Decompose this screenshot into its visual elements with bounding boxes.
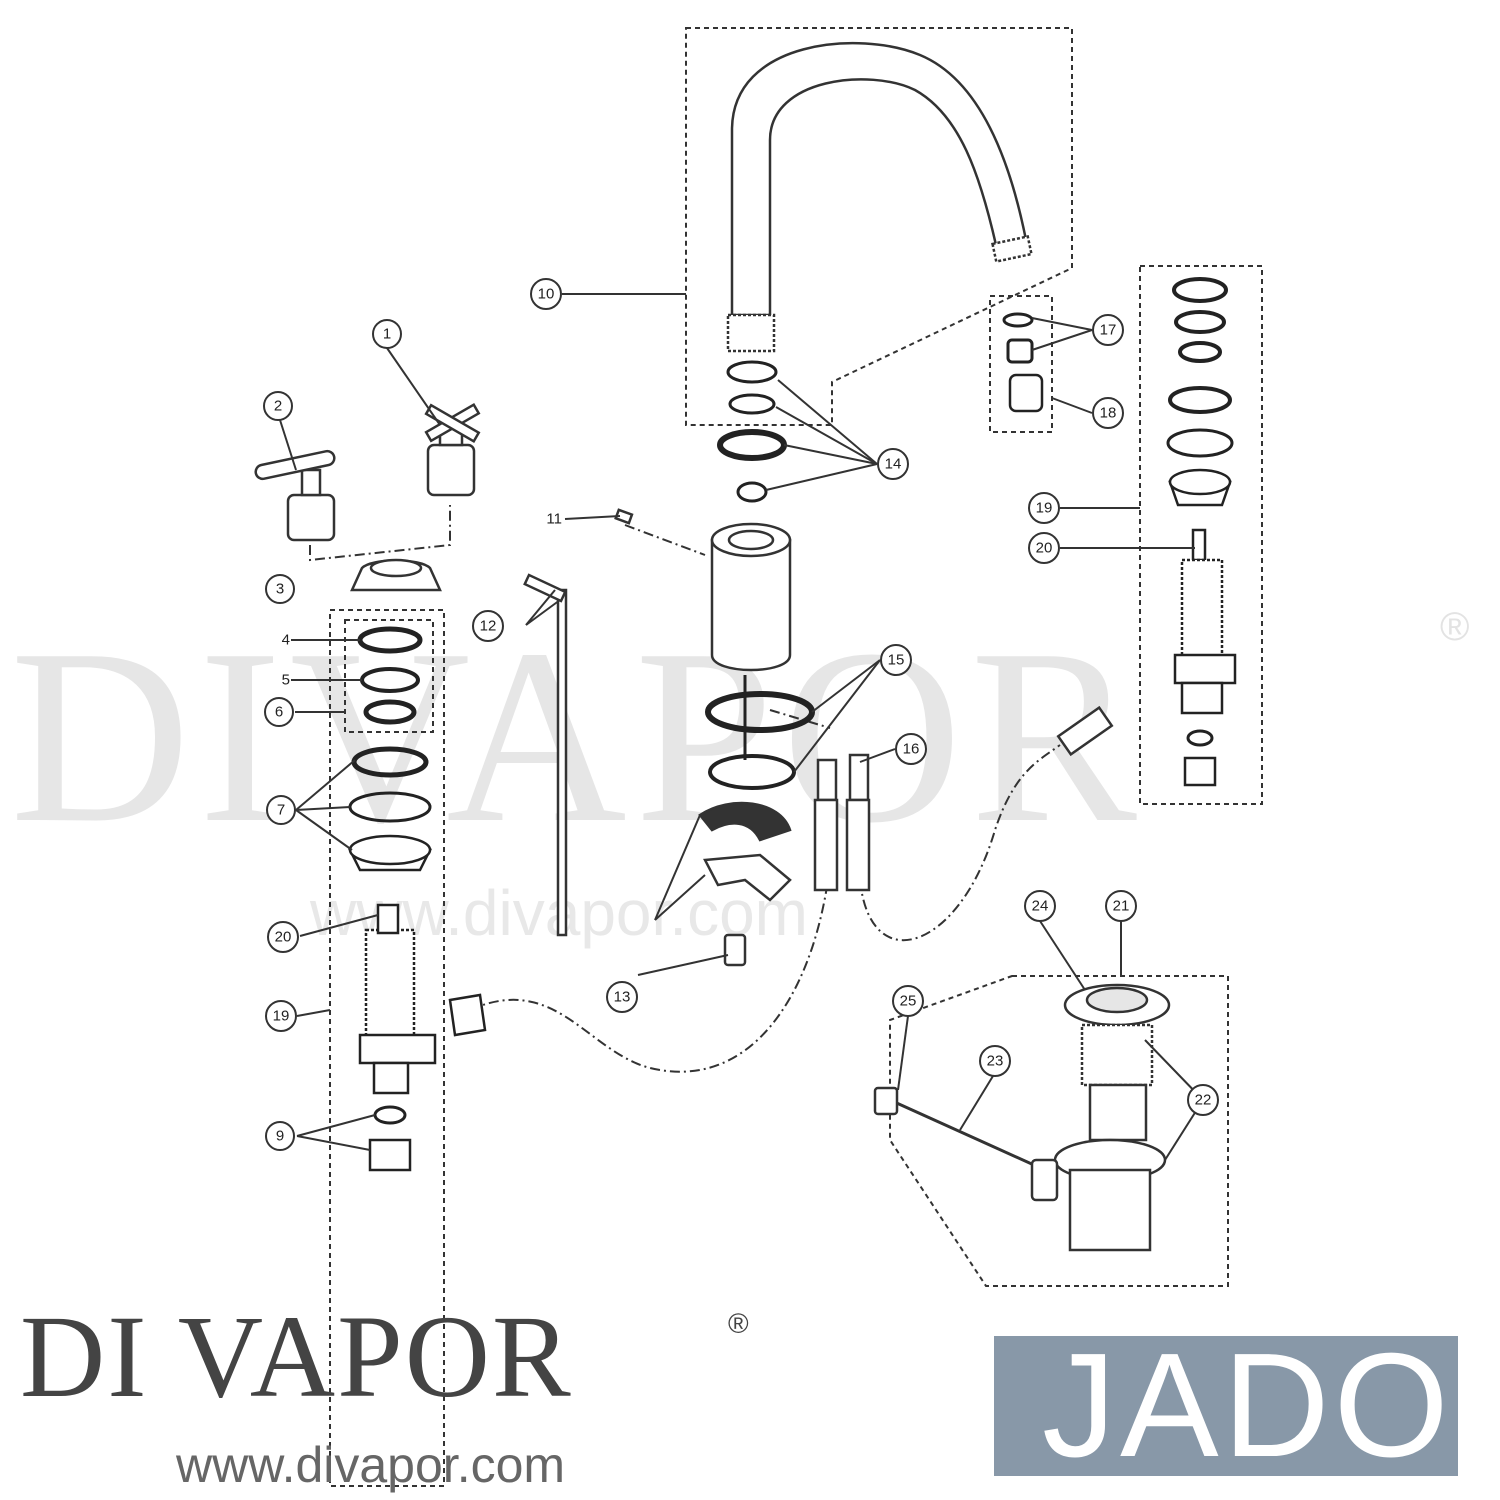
assembly-outlines (329, 27, 1263, 1487)
callout-13: 13 (606, 981, 638, 1013)
callout-19-left: 19 (265, 1000, 297, 1032)
waste-parts (873, 983, 1171, 1252)
watermark-brand: DIVAPOR (10, 598, 1145, 875)
callout-22: 22 (1187, 1084, 1219, 1116)
svg-text:6: 6 (275, 704, 283, 721)
callout-15: 15 (880, 644, 912, 676)
callout-7: 7 (266, 795, 296, 825)
seal-set-outline (344, 619, 434, 733)
spout-thread-tip (991, 234, 1033, 264)
svg-text:13: 13 (614, 989, 631, 1006)
svg-text:15: 15 (888, 652, 905, 669)
svg-text:10: 10 (538, 286, 555, 303)
left-valve-parts (347, 626, 487, 1172)
svg-text:17: 17 (1100, 322, 1117, 339)
svg-text:19: 19 (273, 1008, 290, 1025)
spout-body (730, 41, 1028, 317)
handle-link-line (309, 505, 451, 562)
svg-text:16: 16 (903, 741, 920, 758)
callout-4: 4 (282, 632, 290, 649)
footer-url: www.divapor.com (176, 1437, 566, 1493)
callout-9: 9 (265, 1121, 295, 1151)
svg-text:24: 24 (1032, 898, 1049, 915)
lift-rod (523, 573, 568, 937)
callout-balloons: 1 2 3 4 5 6 7 9 10 11 12 13 14 15 16 17 … (263, 278, 1219, 1151)
watermark: DIVAPOR ® www.divapor.com (10, 598, 1469, 949)
svg-text:22: 22 (1195, 1092, 1212, 1109)
shroud (350, 558, 442, 592)
footer-registered-mark: ® (728, 1308, 749, 1339)
svg-text:20: 20 (1036, 540, 1053, 557)
aerator-assembly-outline (989, 295, 1053, 433)
callout-19-right: 19 (1028, 492, 1060, 524)
callout-25: 25 (892, 985, 924, 1017)
waste-assembly-outline (889, 975, 1229, 1287)
right-valve-parts (1166, 277, 1237, 787)
callout-20-right: 20 (1028, 532, 1060, 564)
spout-assembly-outline (685, 27, 1073, 426)
spout (726, 41, 1033, 353)
svg-text:20: 20 (275, 929, 292, 946)
svg-text:19: 19 (1036, 500, 1053, 517)
footer-brand: DI VAPOR (20, 1291, 573, 1422)
callout-10: 10 (530, 278, 562, 310)
callout-14: 14 (877, 448, 909, 480)
spout-seals (717, 360, 787, 503)
leader-lines (279, 293, 1204, 1161)
left-valve-assembly-outline (329, 609, 445, 1487)
callout-6: 6 (264, 697, 294, 727)
callout-2: 2 (263, 391, 293, 421)
callout-3: 3 (265, 574, 295, 604)
callout-11: 11 (546, 511, 562, 528)
svg-text:7: 7 (277, 802, 285, 819)
manufacturer-name: JADO (1042, 1323, 1453, 1488)
callout-1: 1 (372, 319, 402, 349)
fixing-parts (698, 801, 792, 967)
svg-text:9: 9 (276, 1128, 284, 1145)
svg-text:2: 2 (274, 398, 282, 415)
spout-thread-bottom (726, 313, 776, 353)
svg-text:12: 12 (480, 618, 497, 635)
handles (254, 402, 481, 542)
flexible-tails (813, 705, 1114, 892)
callout-5: 5 (282, 672, 290, 689)
svg-text:25: 25 (900, 993, 917, 1010)
mixer-body (614, 508, 792, 672)
aerator-parts (1002, 312, 1044, 413)
callout-24: 24 (1024, 890, 1056, 922)
svg-text:21: 21 (1113, 898, 1130, 915)
svg-text:18: 18 (1100, 405, 1117, 422)
callout-17: 17 (1092, 314, 1124, 346)
right-valve-assembly-outline (1139, 265, 1263, 805)
svg-text:1: 1 (383, 326, 391, 343)
callout-18: 18 (1092, 397, 1124, 429)
callout-20-left: 20 (267, 921, 299, 953)
manufacturer-logo: JADO (994, 1332, 1458, 1480)
svg-text:3: 3 (276, 581, 284, 598)
callout-23: 23 (979, 1045, 1011, 1077)
callout-12: 12 (472, 610, 504, 642)
callout-21: 21 (1105, 890, 1137, 922)
right-hose (859, 744, 1061, 942)
svg-text:23: 23 (987, 1053, 1004, 1070)
callout-16: 16 (895, 733, 927, 765)
cartridge-link-line (624, 524, 706, 556)
watermark-registered: ® (1440, 605, 1469, 649)
svg-text:14: 14 (885, 456, 902, 473)
connection-lines (309, 505, 1061, 1073)
